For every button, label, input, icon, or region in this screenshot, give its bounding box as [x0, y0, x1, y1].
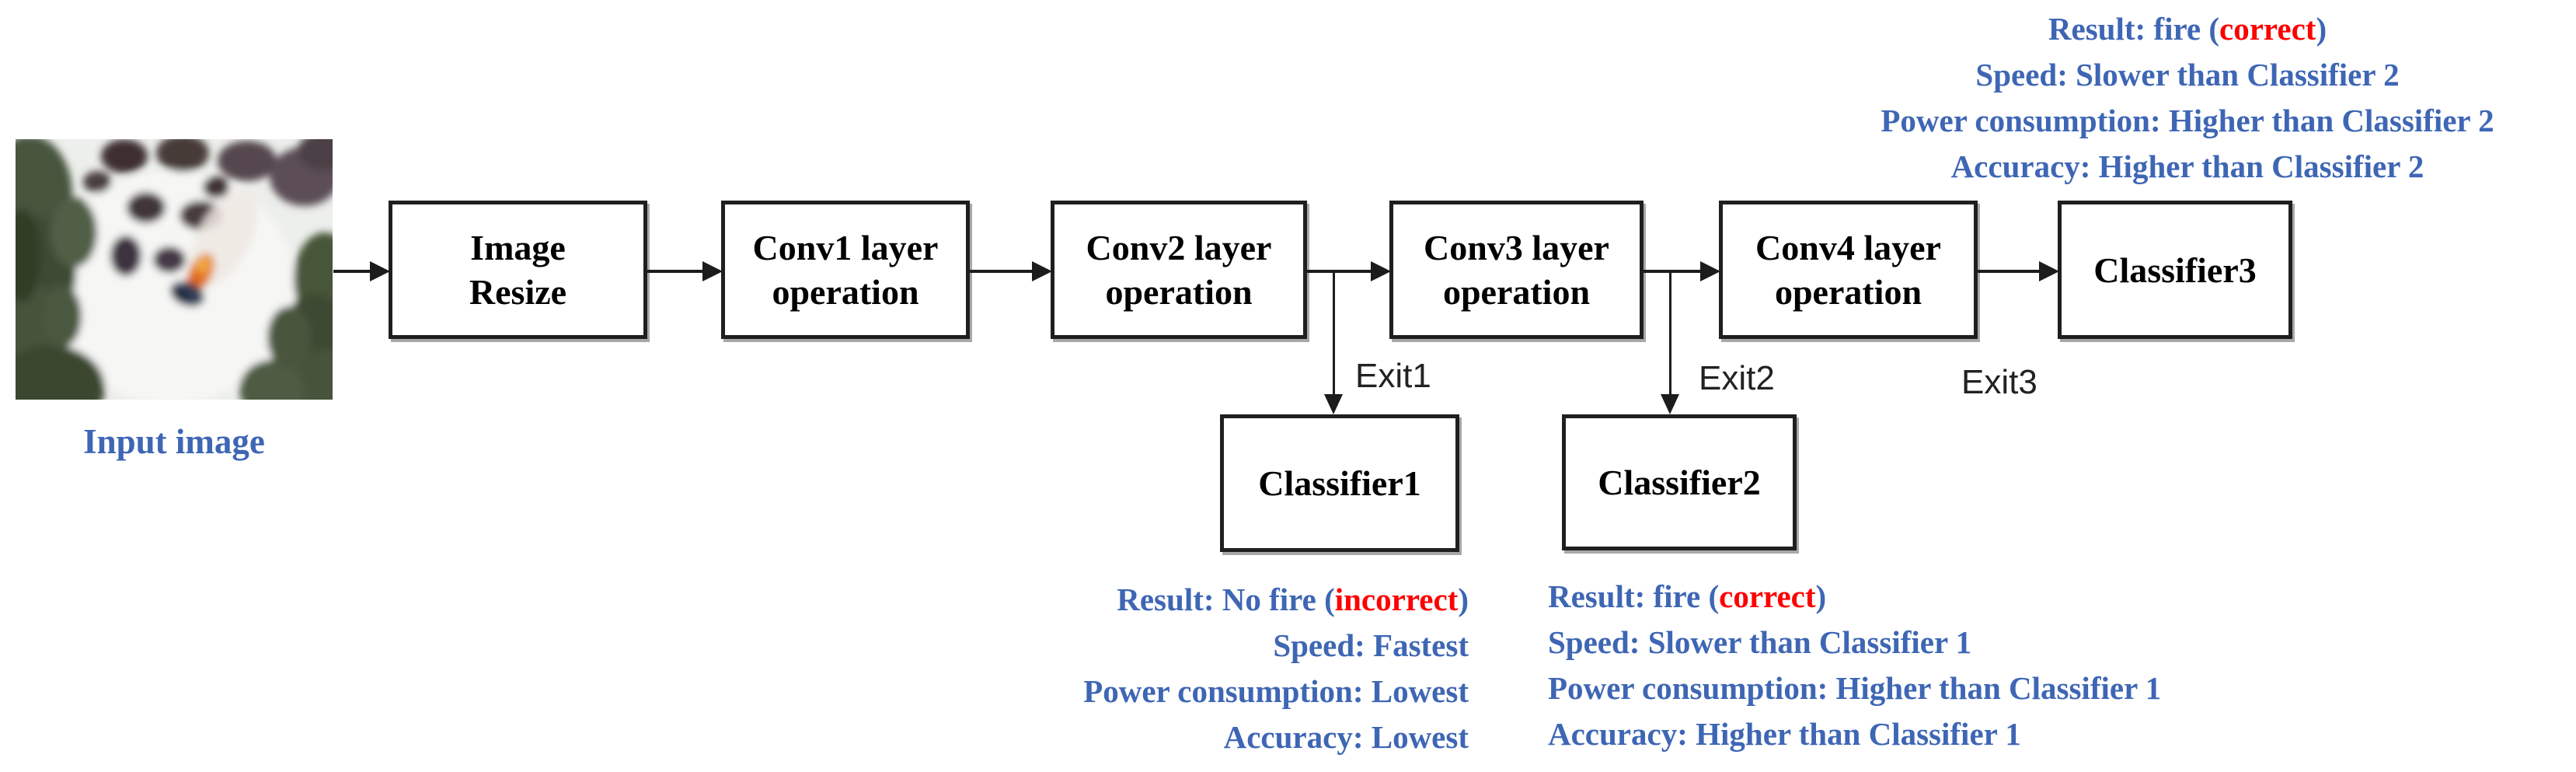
arrow-line-conv4-to-classifier3 [1978, 270, 2041, 273]
annotation-text: Result: fire ( [2048, 11, 2220, 47]
annotation-highlight: correct [1719, 578, 1816, 614]
annotation-line-power: Power consumption: Lowest [847, 669, 1469, 714]
classifier3-annotation-block: Result: fire (correct) Speed: Slower tha… [1799, 6, 2576, 190]
annotation-text: Speed: Slower than Classifier 2 [1975, 57, 2400, 93]
annotation-text: Result: No fire ( [1117, 582, 1335, 617]
exit1-label: Exit1 [1355, 357, 1431, 395]
annotation-line-speed: Speed: Fastest [847, 623, 1469, 669]
image-resize-box: Image Resize [389, 201, 647, 339]
exit2-label: Exit2 [1699, 359, 1775, 397]
annotation-text: Result: fire ( [1548, 578, 1720, 614]
annotation-line-result: Result: No fire (incorrect) [847, 577, 1469, 623]
annotation-line-accuracy: Accuracy: Higher than Classifier 1 [1548, 711, 2341, 757]
annotation-text: Accuracy: Higher than Classifier 2 [1950, 148, 2424, 184]
arrowhead-conv2-to-conv3-icon [1371, 261, 1391, 281]
conv4-layer-box: Conv4 layer operation [1719, 201, 1978, 339]
annotation-line-result: Result: fire (correct) [1799, 6, 2576, 52]
annotation-text: ) [2316, 11, 2327, 47]
arrow-line-conv3-to-conv4 [1644, 270, 1704, 273]
annotation-highlight: incorrect [1334, 582, 1459, 617]
exit3-label: Exit3 [1961, 363, 2037, 401]
annotation-line-accuracy: Accuracy: Lowest [847, 714, 1469, 760]
arrowhead-conv1-to-conv2-icon [1032, 261, 1052, 281]
annotation-line-accuracy: Accuracy: Higher than Classifier 2 [1799, 144, 2576, 190]
annotation-text: ) [1458, 582, 1469, 617]
arrowhead-conv4-to-classifier3-icon [2039, 261, 2059, 281]
exit2-arrowhead-icon [1661, 394, 1679, 414]
arrowhead-conv3-to-conv4-icon [1700, 261, 1720, 281]
arrowhead-resize-to-conv1-icon [702, 261, 723, 281]
conv1-layer-box: Conv1 layer operation [721, 201, 970, 339]
annotation-line-power: Power consumption: Higher than Classifie… [1548, 665, 2341, 711]
classifier3-box: Classifier3 [2058, 201, 2292, 339]
arrowhead-photo-to-resize-icon [370, 261, 390, 281]
classifier1-box: Classifier1 [1220, 414, 1459, 552]
annotation-highlight: correct [2219, 11, 2316, 47]
exit1-arrowhead-icon [1324, 394, 1343, 414]
arrow-line-photo-to-resize [333, 270, 374, 273]
annotation-text: Accuracy: Lowest [1223, 719, 1469, 755]
classifier2-annotation-block: Result: fire (correct) Speed: Slower tha… [1548, 574, 2341, 757]
input-photo-aerial-wildfire [16, 139, 333, 400]
arrow-line-resize-to-conv1 [647, 270, 705, 273]
classifier1-annotation-block: Result: No fire (incorrect) Speed: Faste… [847, 577, 1469, 760]
annotation-text: Power consumption: Higher than Classifie… [1548, 670, 2162, 706]
annotation-line-speed: Speed: Slower than Classifier 2 [1799, 52, 2576, 98]
arrow-line-conv2-to-conv3 [1307, 270, 1373, 273]
annotation-line-speed: Speed: Slower than Classifier 1 [1548, 620, 2341, 665]
annotation-line-result: Result: fire (correct) [1548, 574, 2341, 620]
exit2-branch-line [1669, 271, 1671, 396]
classifier2-box: Classifier2 [1562, 414, 1797, 550]
conv2-layer-box: Conv2 layer operation [1051, 201, 1307, 339]
conv3-layer-box: Conv3 layer operation [1389, 201, 1644, 339]
arrow-line-conv1-to-conv2 [970, 270, 1036, 273]
annotation-text: Speed: Slower than Classifier 1 [1548, 624, 1972, 660]
annotation-text: Accuracy: Higher than Classifier 1 [1548, 716, 2021, 752]
annotation-text: Speed: Fastest [1273, 627, 1469, 663]
exit1-branch-line [1333, 271, 1335, 396]
annotation-text: Power consumption: Higher than Classifie… [1881, 103, 2494, 138]
annotation-line-power: Power consumption: Higher than Classifie… [1799, 98, 2576, 144]
annotation-text: Power consumption: Lowest [1083, 673, 1469, 709]
input-image-caption: Input image [83, 422, 265, 461]
annotation-text: ) [1815, 578, 1827, 614]
